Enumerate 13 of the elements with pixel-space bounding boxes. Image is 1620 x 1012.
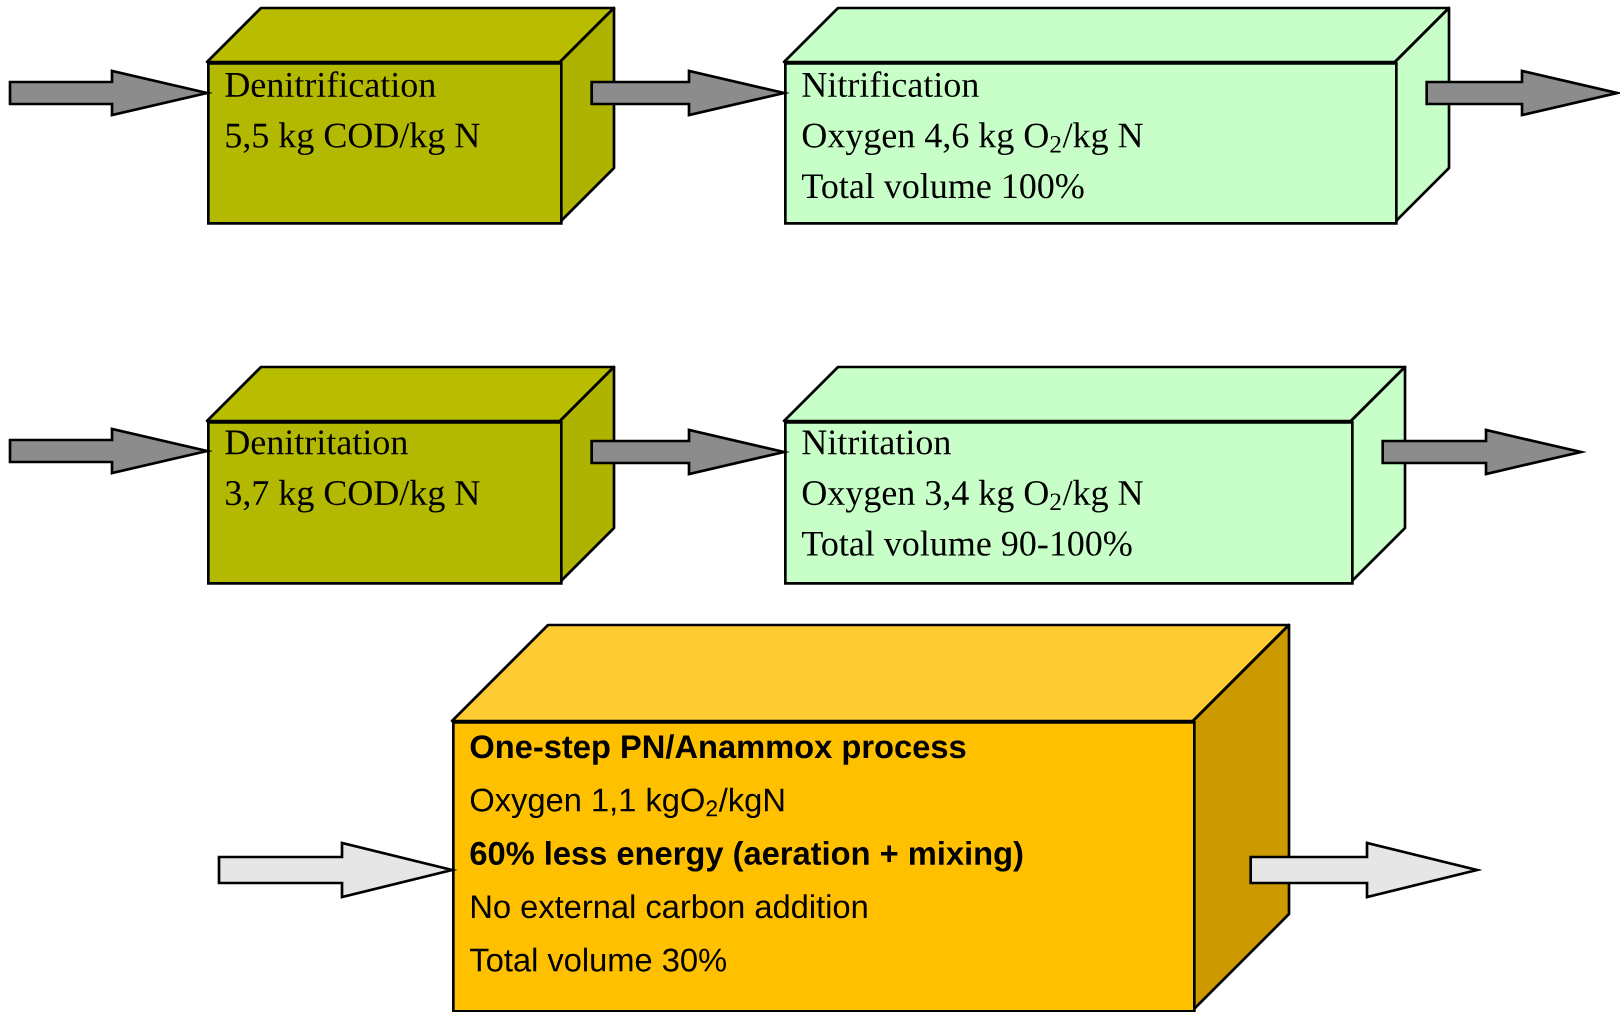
block-arrow (590, 428, 790, 476)
block-arrow (1425, 69, 1620, 117)
cuboid-box: Denitritation 3,7 kg COD/kg N (205, 365, 616, 585)
block-arrow (8, 69, 213, 117)
cuboid-box: Nitrification Oxygen 4,6 kg O$_{2}$/kg N Total volume 100% (782, 6, 1451, 225)
cuboid-box: One-step PN/Anammox process Oxygen 1,1 kgO$_{2}$/kgN 60% less energy (aeration + mixing) No external carbon addition Total volume 30% (450, 623, 1291, 1012)
block-arrow (1381, 428, 1587, 476)
cuboid-box: Denitrification 5,5 kg COD/kg N (205, 6, 616, 225)
block-arrow (590, 69, 790, 117)
block-arrow (217, 841, 458, 899)
block-arrow (8, 427, 213, 475)
block-arrow (1249, 841, 1483, 899)
cuboid-box: Nitritation Oxygen 3,4 kg O$_{2}$/kg N Total volume 90-100% (782, 365, 1407, 585)
